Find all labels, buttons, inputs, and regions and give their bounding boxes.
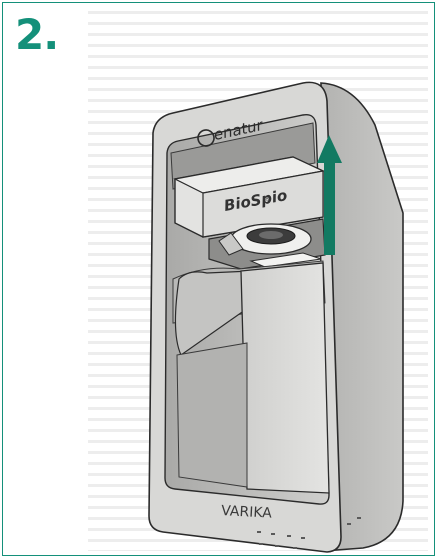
bag — [175, 263, 329, 493]
instruction-panel: 2. BioSp — [2, 2, 435, 556]
model-label: VARIKA — [221, 503, 273, 522]
device-illustration: BioSpio ® enatur VARIKA — [3, 3, 435, 556]
